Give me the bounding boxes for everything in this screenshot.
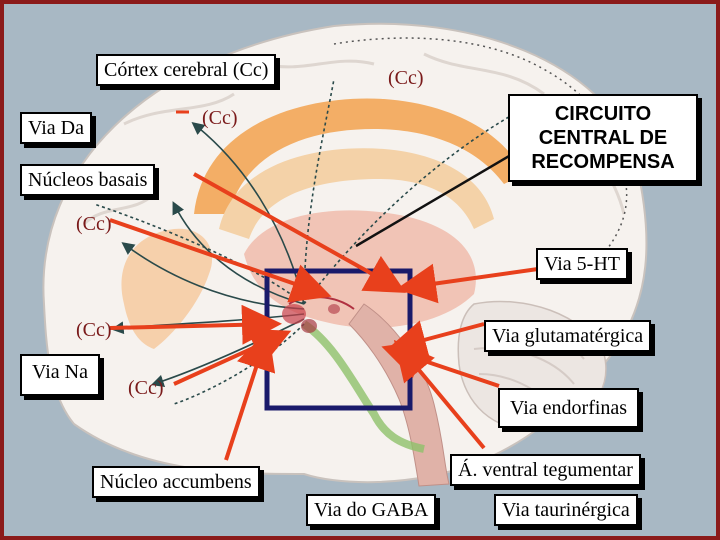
corpus-callosum [219,148,494,239]
cc-top-label: (Cc) [388,67,424,89]
via-da-label: Via Da [20,112,92,144]
cc-left2-label: (Cc) [76,319,112,341]
circuit-pointer [355,150,517,248]
via-glutamatergica-label: Via glutamatérgica [484,320,652,352]
gyri-lines [82,52,626,226]
cortex-label: Córtex cerebral (Cc) [96,54,277,86]
circuito-label: CIRCUITO CENTRAL DE RECOMPENSA [508,94,698,182]
via-endorfinas-label: Via endorfinas [498,388,640,428]
green-pathway [301,320,425,453]
via-gaba-label: Via do GABA [306,494,437,526]
area-ventral-label: Á. ventral tegumentar [450,454,641,486]
via-taurinergica-label: Via taurinérgica [494,494,638,526]
nucleo-accumbens-label: Núcleo accumbens [92,466,260,498]
cortex-band [194,98,524,214]
red-arrows [109,172,539,461]
via-na-label: Via Na [20,354,100,396]
cc-mid-label: (Cc) [202,107,238,129]
via-5ht-label: Via 5-HT [536,248,628,280]
cc-left1-label: (Cc) [76,213,112,235]
nucleos-basais-label: Núcleos basais [20,164,156,196]
cc-left3-label: (Cc) [128,377,164,399]
